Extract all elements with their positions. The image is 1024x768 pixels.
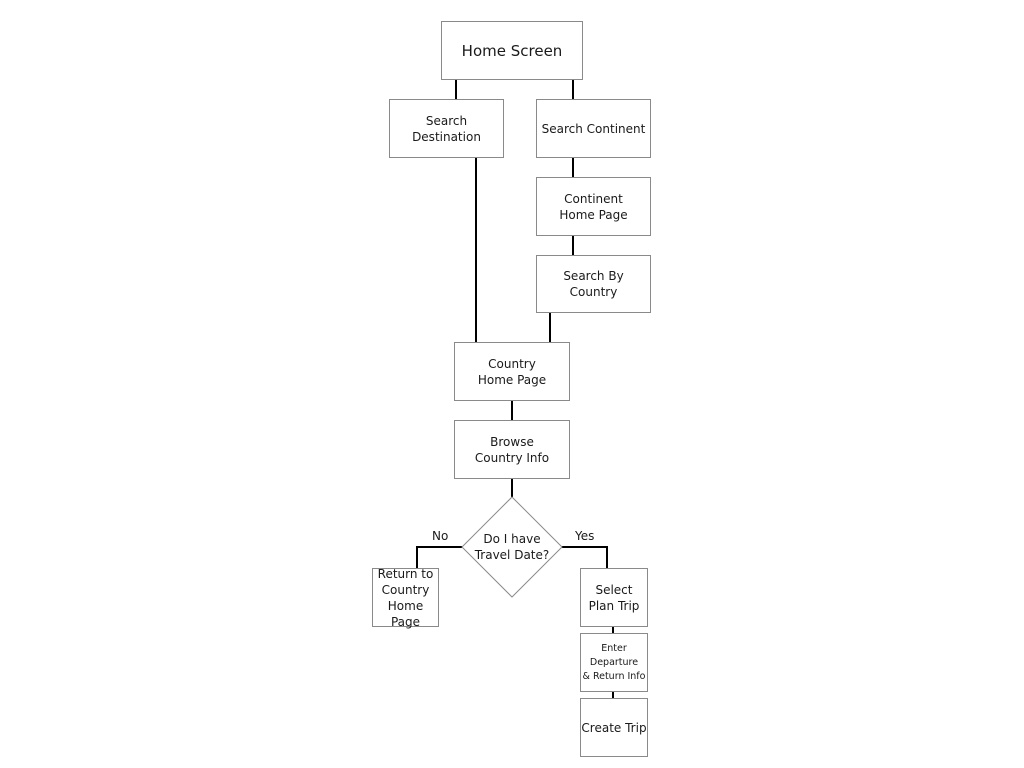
node-create-trip: Create Trip	[580, 698, 648, 757]
decision-diamond-shape	[461, 496, 563, 598]
node-enter-departure-return-info: Enter Departure & Return Info	[580, 633, 648, 692]
node-continent-home-page: Continent Home Page	[536, 177, 651, 236]
node-return-to-country-home: Return to Country Home Page	[372, 567, 439, 629]
connector-decision-no-branch	[416, 546, 462, 568]
node-decision-travel-date: Do I have Travel Date?	[474, 532, 550, 562]
node-home-screen: Home Screen	[441, 21, 583, 80]
node-browse-country-info: Browse Country Info	[454, 420, 570, 479]
node-search-continent: Search Continent	[536, 99, 651, 158]
connector-decision-yes-branch	[562, 546, 608, 568]
node-select-plan-trip: Select Plan Trip	[580, 568, 648, 627]
node-search-destination: Search Destination	[389, 99, 504, 158]
label-yes: Yes	[575, 529, 595, 543]
node-search-by-country: Search By Country	[536, 255, 651, 313]
label-no: No	[432, 529, 449, 543]
node-country-home-page: Country Home Page	[454, 342, 570, 401]
